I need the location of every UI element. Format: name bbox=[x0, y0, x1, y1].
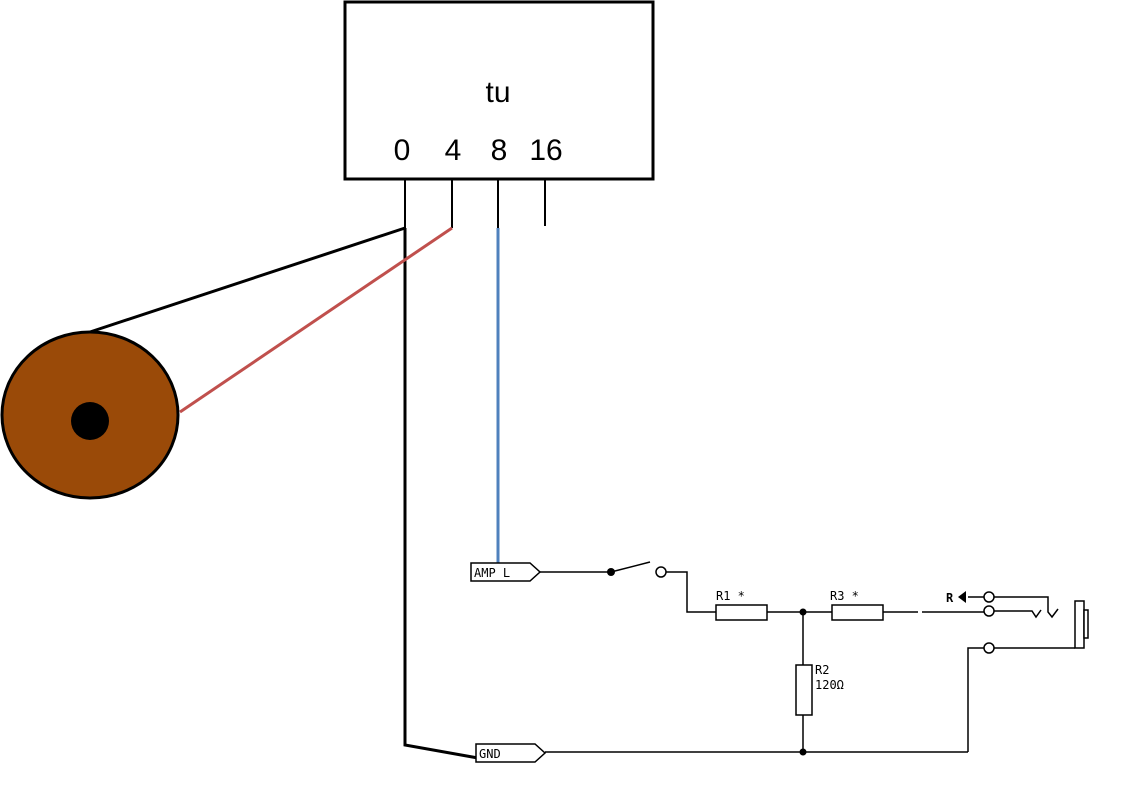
r2-label: R2 bbox=[815, 663, 829, 677]
speaker-wire-red bbox=[179, 226, 453, 414]
speaker-icon bbox=[0, 330, 180, 500]
pin-label-16: 16 bbox=[529, 134, 562, 167]
pin-label-0: 0 bbox=[394, 134, 411, 167]
resistor-r1 bbox=[715, 604, 768, 621]
resistor-r3 bbox=[831, 604, 884, 621]
r2-value: 120Ω bbox=[815, 678, 844, 692]
pin-label-4: 4 bbox=[445, 134, 462, 167]
pin-label-8: 8 bbox=[491, 134, 508, 167]
speaker-wire-black bbox=[89, 226, 406, 334]
switch-contact bbox=[655, 566, 667, 578]
gnd-label: GND bbox=[479, 747, 501, 761]
junction-dot bbox=[799, 748, 807, 756]
ground-wire bbox=[403, 228, 479, 760]
r1-label: R1 * bbox=[716, 589, 745, 603]
jack-body bbox=[1074, 600, 1085, 649]
switch-lever bbox=[610, 561, 651, 573]
amp-l-tag bbox=[470, 562, 542, 582]
r-channel-label: R bbox=[946, 591, 954, 605]
junction-dot bbox=[607, 568, 615, 576]
arrow-left-icon bbox=[958, 591, 966, 603]
junction-dot bbox=[799, 608, 807, 616]
resistor-r2 bbox=[795, 664, 813, 716]
attenuator-schematic bbox=[470, 561, 1089, 763]
amp-l-label: AMP L bbox=[474, 566, 510, 580]
transformer-module: tu 0 4 8 16 bbox=[343, 0, 655, 228]
r3-label: R3 * bbox=[830, 589, 859, 603]
module-title: tu bbox=[485, 76, 510, 109]
gnd-tag bbox=[475, 743, 547, 763]
